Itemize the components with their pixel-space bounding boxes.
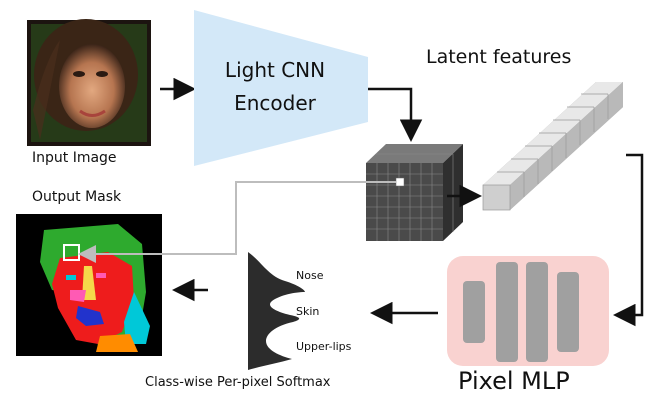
output-mask-label: Output Mask [32, 189, 122, 205]
encoder-block [194, 10, 368, 166]
arrow-encoder-to-latent [368, 87, 423, 142]
encoder-label-line2: Encoder [234, 91, 316, 115]
input-image-label: Input Image [32, 150, 117, 166]
output-mask [16, 214, 162, 356]
latent-cube [366, 144, 463, 241]
feature-vector [482, 82, 623, 211]
softmax-distribution [248, 252, 305, 370]
pixel-mlp-label: Pixel MLP [458, 367, 570, 395]
softmax-class-upper-lips: Upper-lips [296, 340, 352, 353]
pixel-link-arrow [78, 181, 396, 263]
latent-features-label: Latent features [426, 46, 572, 68]
softmax-class-nose: Nose [296, 269, 324, 282]
softmax-class-skin: Skin [296, 305, 320, 318]
encoder-label-line1: Light CNN [224, 58, 326, 82]
softmax-label: Class-wise Per-pixel Softmax [145, 375, 331, 390]
arrow-vector-to-mlp [613, 153, 644, 327]
pixel-mlp-block [447, 256, 609, 366]
input-image [27, 19, 151, 146]
